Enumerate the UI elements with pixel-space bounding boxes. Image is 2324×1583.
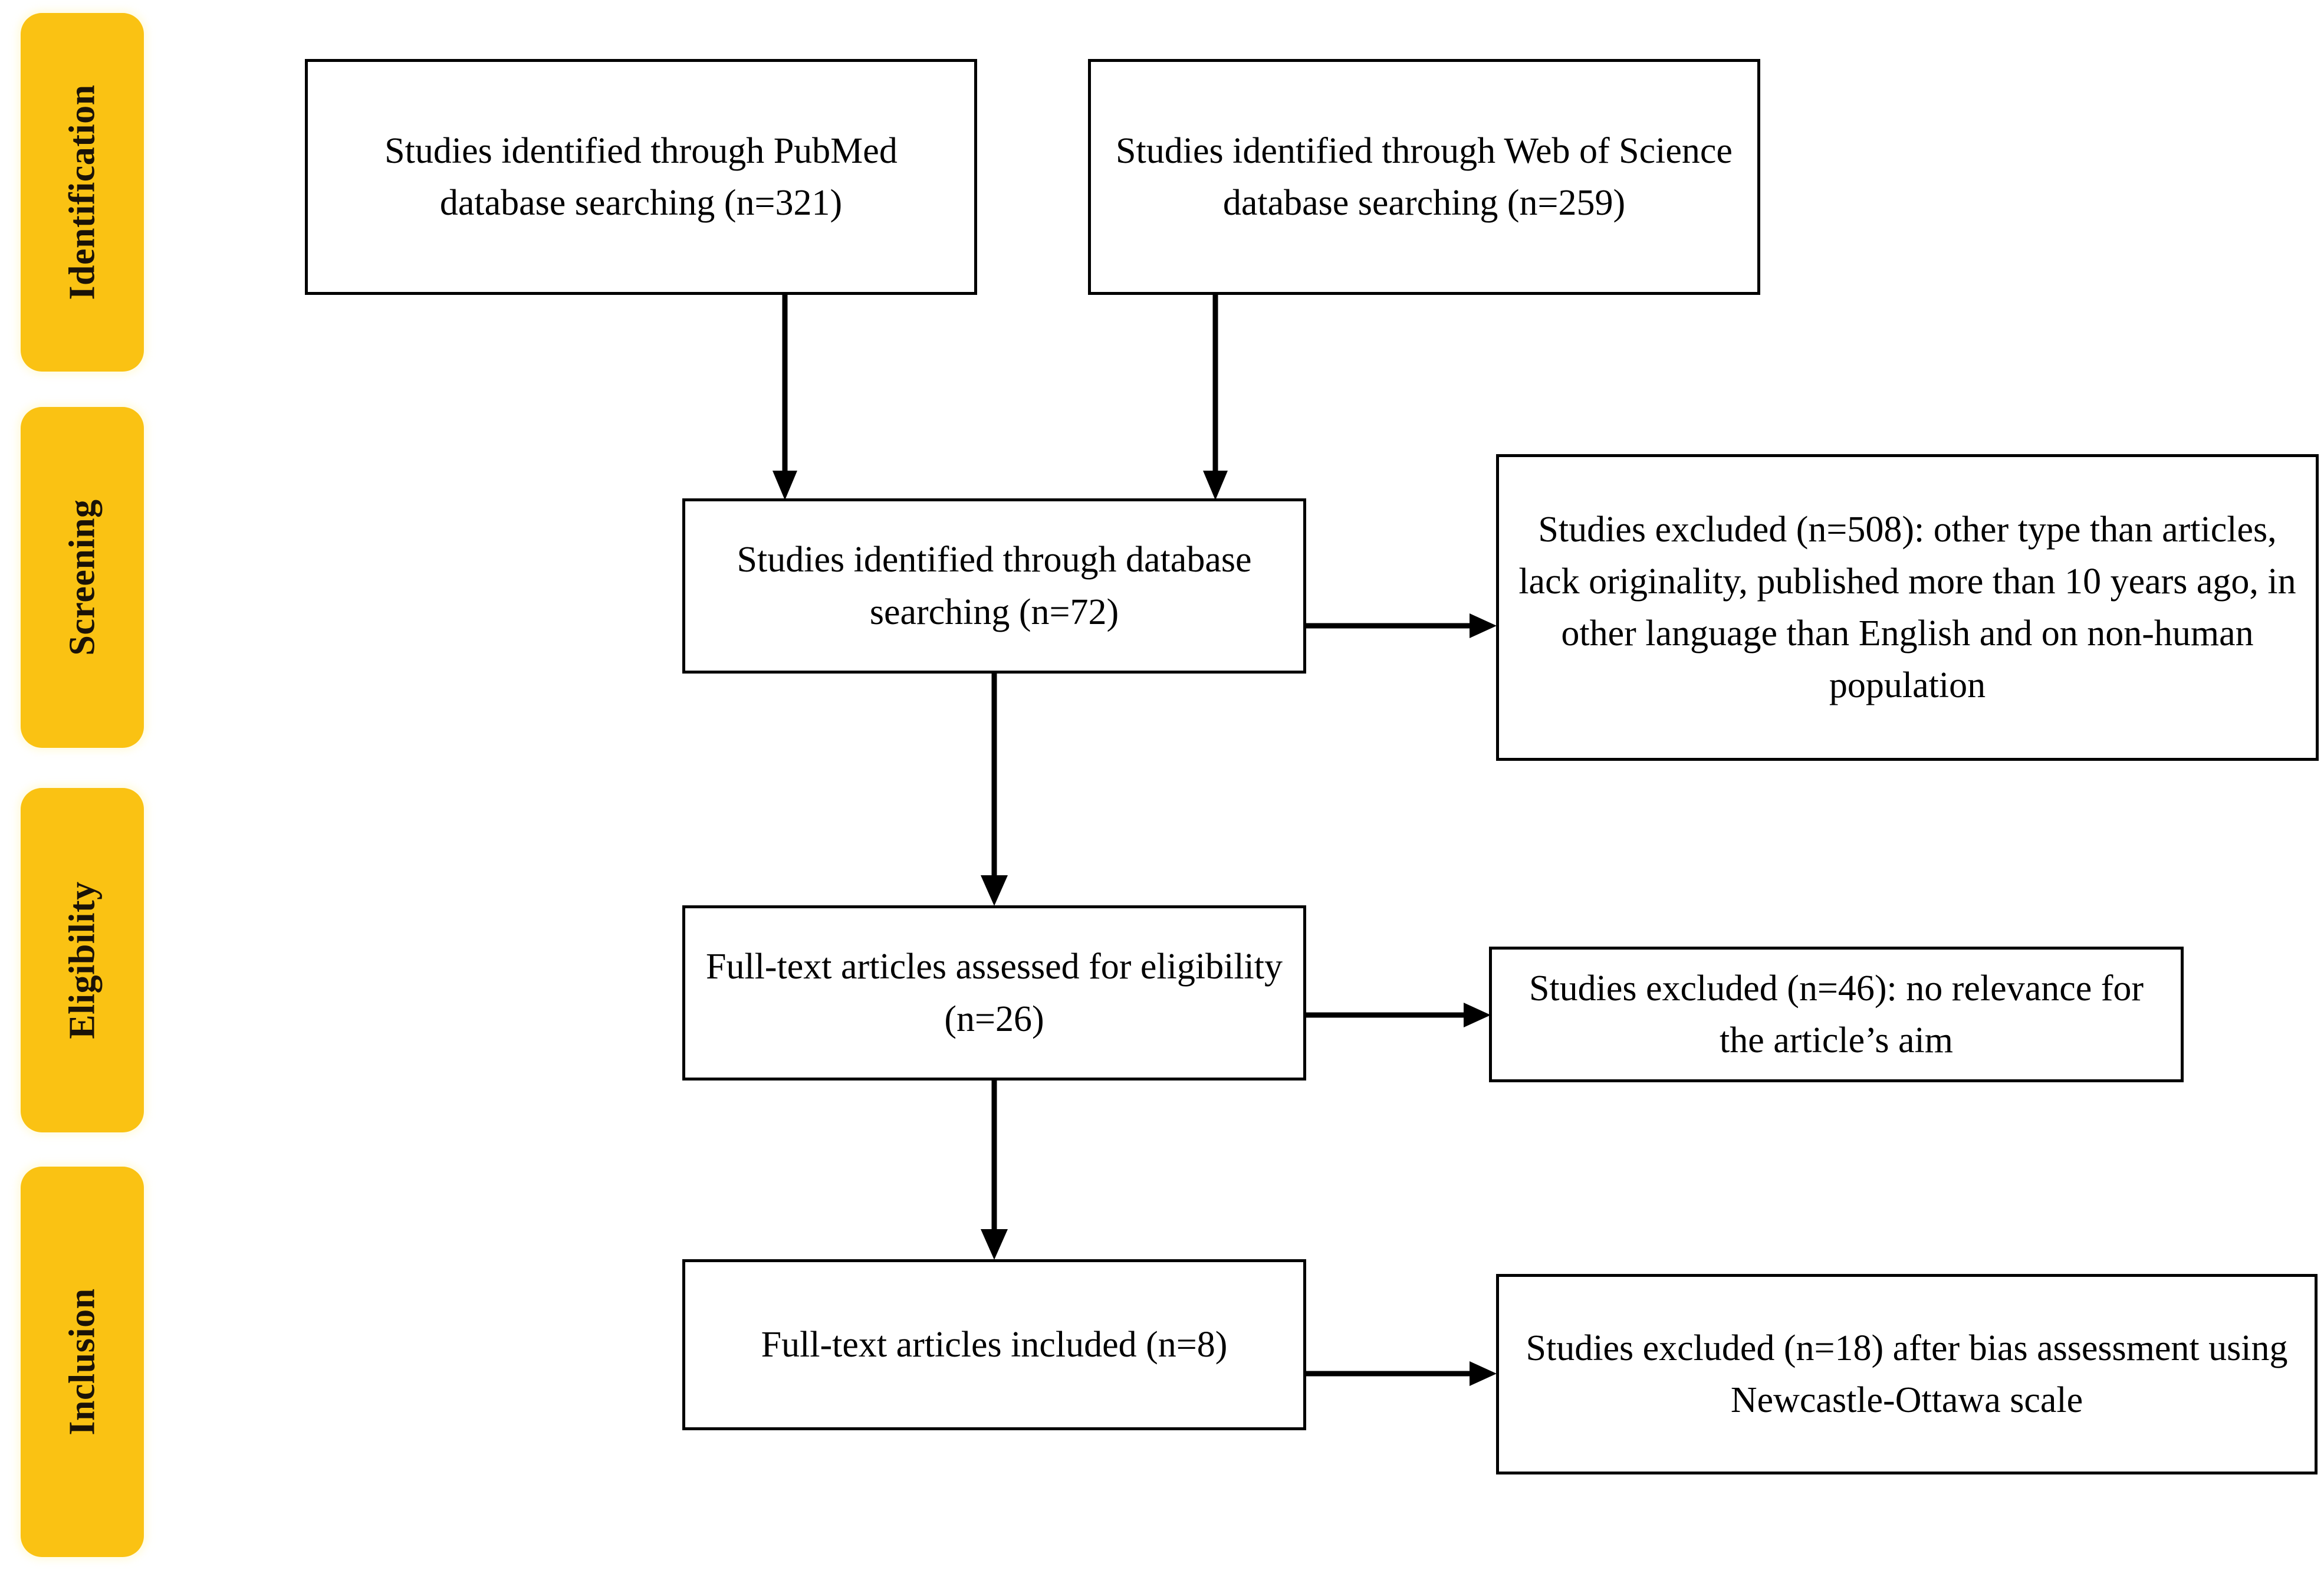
stage-label-screening: Screening <box>62 499 103 656</box>
stage-pill-screening: Screening <box>21 407 144 748</box>
arrow-screening-to-eligibility <box>976 672 1017 908</box>
box-records-excluded-screening: Studies excluded (n=508): other type tha… <box>1496 454 2319 761</box>
box-excluded-after-bias-assessment: Studies excluded (n=18) after bias asses… <box>1496 1274 2318 1474</box>
stage-pill-eligibility: Eligibility <box>21 788 144 1132</box>
arrow-screening-to-excluded <box>1304 609 1499 644</box>
box-records-excluded-screening-text: Studies excluded (n=508): other type tha… <box>1518 509 2296 706</box>
box-records-screened-text: Studies identified through database sear… <box>737 540 1252 632</box>
box-fulltext-included: Full-text articles included (n=8) <box>682 1259 1306 1430</box>
stage-label-identification: Identification <box>62 84 103 300</box>
box-fulltext-assessed-text: Full-text articles assessed for eligibil… <box>705 947 1283 1039</box>
box-fulltext-excluded-eligibility-text: Studies excluded (n=46): no relevance fo… <box>1528 968 2144 1060</box>
arrow-pubmed-to-screening <box>767 294 808 501</box>
box-fulltext-included-text: Full-text articles included (n=8) <box>761 1324 1228 1365</box>
box-web-of-science-source-text: Studies identified through Web of Scienc… <box>1116 130 1733 223</box>
arrow-eligibility-to-excluded <box>1304 998 1493 1033</box>
box-excluded-after-bias-assessment-text: Studies excluded (n=18) after bias asses… <box>1526 1328 2288 1420</box>
arrow-inclusion-to-excluded <box>1304 1357 1499 1392</box>
stage-label-eligibility: Eligibility <box>62 881 103 1039</box>
box-pubmed-source: Studies identified through PubMed databa… <box>305 59 977 295</box>
arrow-web-of-science-to-screening <box>1197 294 1238 501</box>
box-fulltext-excluded-eligibility: Studies excluded (n=46): no relevance fo… <box>1489 947 2184 1082</box>
stage-label-inclusion: Inclusion <box>62 1288 103 1436</box>
box-web-of-science-source: Studies identified through Web of Scienc… <box>1088 59 1760 295</box>
box-pubmed-source-text: Studies identified through PubMed databa… <box>384 130 898 223</box>
box-fulltext-assessed: Full-text articles assessed for eligibil… <box>682 905 1306 1080</box>
stage-pill-inclusion: Inclusion <box>21 1167 144 1557</box>
box-records-screened: Studies identified through database sear… <box>682 498 1306 674</box>
arrow-eligibility-to-inclusion <box>976 1079 1017 1262</box>
stage-pill-identification: Identification <box>21 13 144 372</box>
